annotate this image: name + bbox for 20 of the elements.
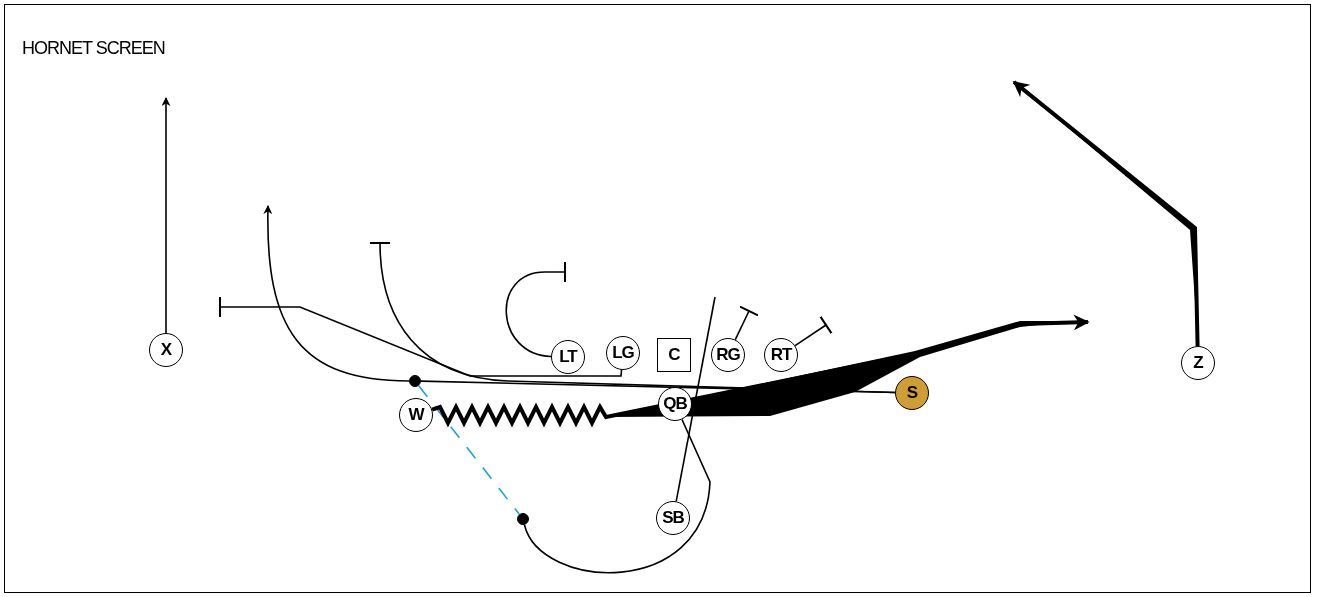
player-circle: RG xyxy=(711,338,745,372)
block-route xyxy=(505,261,566,358)
player-circle: SB xyxy=(656,501,690,535)
player-circle: W xyxy=(399,398,433,432)
ball-dot xyxy=(409,375,421,387)
player-circle: LT xyxy=(551,340,585,374)
player-circle: X xyxy=(149,333,183,367)
route-arrow xyxy=(263,205,410,382)
player-circle: LG xyxy=(606,336,640,370)
block-route xyxy=(219,296,623,377)
player-circle: S xyxy=(895,376,929,410)
block-route xyxy=(794,315,833,347)
route-arrow xyxy=(161,97,171,334)
play-title: HORNET SCREEN xyxy=(22,38,165,59)
player-circle: Z xyxy=(1181,346,1215,380)
ball-dot xyxy=(517,513,529,525)
player-circle: RT xyxy=(764,338,798,372)
block-route xyxy=(734,305,759,341)
player-circle: QB xyxy=(658,387,692,421)
center-square: C xyxy=(657,338,691,372)
